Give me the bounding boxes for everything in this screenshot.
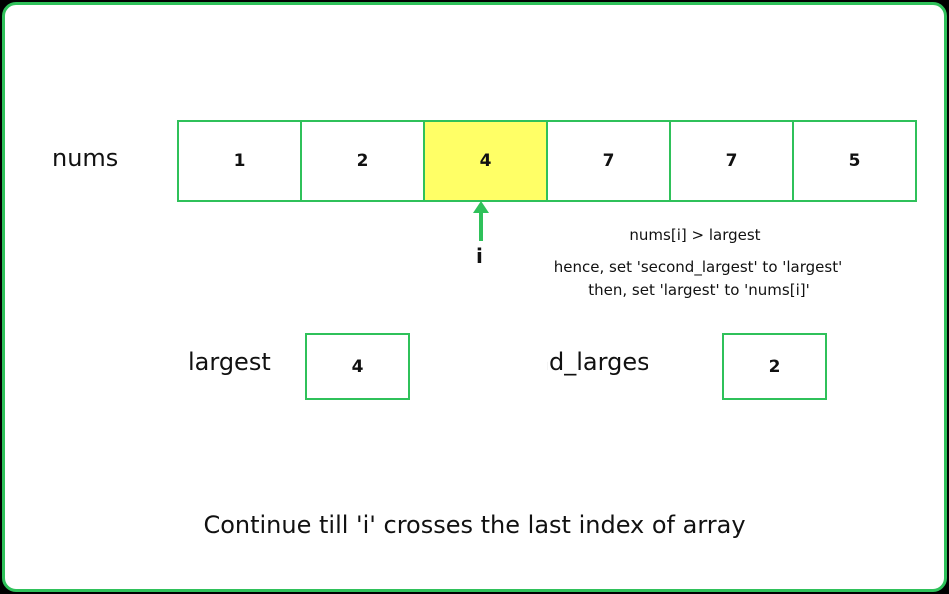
- array-cell: 7: [546, 120, 671, 202]
- largest-label: largest: [188, 348, 271, 376]
- array-cell: 5: [792, 120, 917, 202]
- note-action-2: then, set 'largest' to 'nums[i]': [588, 281, 810, 299]
- footer-caption: Continue till 'i' crosses the last index…: [203, 511, 746, 539]
- array-cell: 7: [669, 120, 794, 202]
- array: 1 2 4 7 7 5: [177, 120, 917, 202]
- array-cell-active: 4: [423, 120, 548, 202]
- pointer-arrow-icon: [473, 201, 489, 241]
- array-cell: 1: [177, 120, 302, 202]
- second-largest-label: second_largest: [547, 348, 648, 376]
- second-largest-value-box: 2: [722, 333, 827, 400]
- note-condition: nums[i] > largest: [629, 226, 761, 244]
- array-label: nums: [52, 144, 119, 172]
- note-action-1: hence, set 'second_largest' to 'largest': [553, 258, 843, 276]
- largest-value-box: 4: [305, 333, 410, 400]
- pointer-label: i: [476, 244, 483, 268]
- array-cell: 2: [300, 120, 425, 202]
- second-largest-label-container: second_largest: [547, 340, 648, 380]
